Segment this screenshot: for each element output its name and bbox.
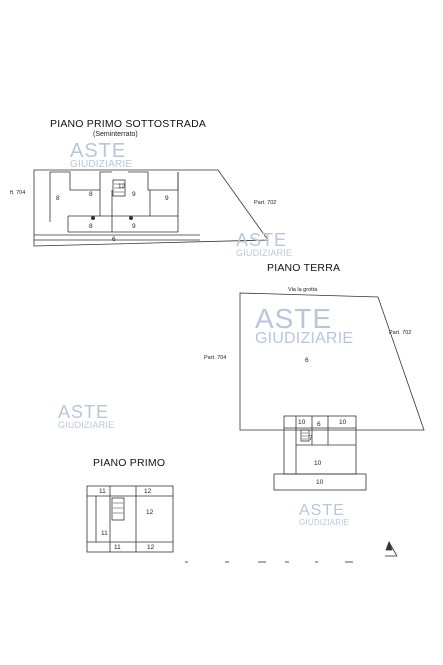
- room-number: 8: [89, 191, 93, 198]
- room-number: 9: [132, 191, 136, 198]
- room-number: 10: [339, 419, 347, 426]
- first-floor-plan: [86, 485, 174, 553]
- room-number: 11: [114, 544, 121, 551]
- room-number: 9: [165, 195, 169, 202]
- room-number: 6: [305, 357, 309, 364]
- room-number: 9: [132, 223, 136, 230]
- ground-label-right: Part. 702: [389, 330, 412, 336]
- watermark-aste: ASTE GIUDIZIARIE: [255, 303, 354, 347]
- room-number: 12: [144, 488, 152, 495]
- basement-plan: [33, 169, 269, 247]
- room-number: 11: [101, 530, 108, 537]
- ground-floor-title: PIANO TERRA: [267, 262, 341, 274]
- first-floor-title: PIANO PRIMO: [93, 457, 166, 469]
- north-arrow-icon: [385, 540, 398, 557]
- watermark-aste: ASTE GIUDIZIARIE: [299, 502, 350, 527]
- ground-label-top: Via la grotta: [288, 287, 318, 293]
- basement-title: PIANO PRIMO SOTTOSTRADA: [50, 118, 207, 130]
- room-number: 12: [146, 509, 154, 516]
- room-number: 11: [99, 488, 106, 495]
- room-number: 12: [118, 183, 126, 190]
- ground-floor-plan: [239, 292, 425, 491]
- room-number: 6: [317, 421, 321, 428]
- room-number: 6: [112, 236, 116, 243]
- watermark-aste: ASTE GIUDIZIARIE: [70, 140, 133, 171]
- watermark-aste: ASTE GIUDIZIARIE: [236, 230, 293, 258]
- ground-label-left: Part. 704: [204, 355, 227, 361]
- basement-subtitle: (Seminterrato): [93, 131, 138, 138]
- room-number: 10: [314, 460, 322, 467]
- room-number: 8: [89, 223, 93, 230]
- room-number: 8: [56, 195, 60, 202]
- room-number: 12: [147, 544, 155, 551]
- watermark-aste: ASTE GIUDIZIARIE: [58, 402, 115, 430]
- room-number: 7: [309, 435, 313, 442]
- basement-label-left: ft. 704: [10, 190, 26, 196]
- room-number: 10: [298, 419, 306, 426]
- basement-label-right: Part. 702: [254, 200, 277, 206]
- room-number: 10: [316, 479, 324, 486]
